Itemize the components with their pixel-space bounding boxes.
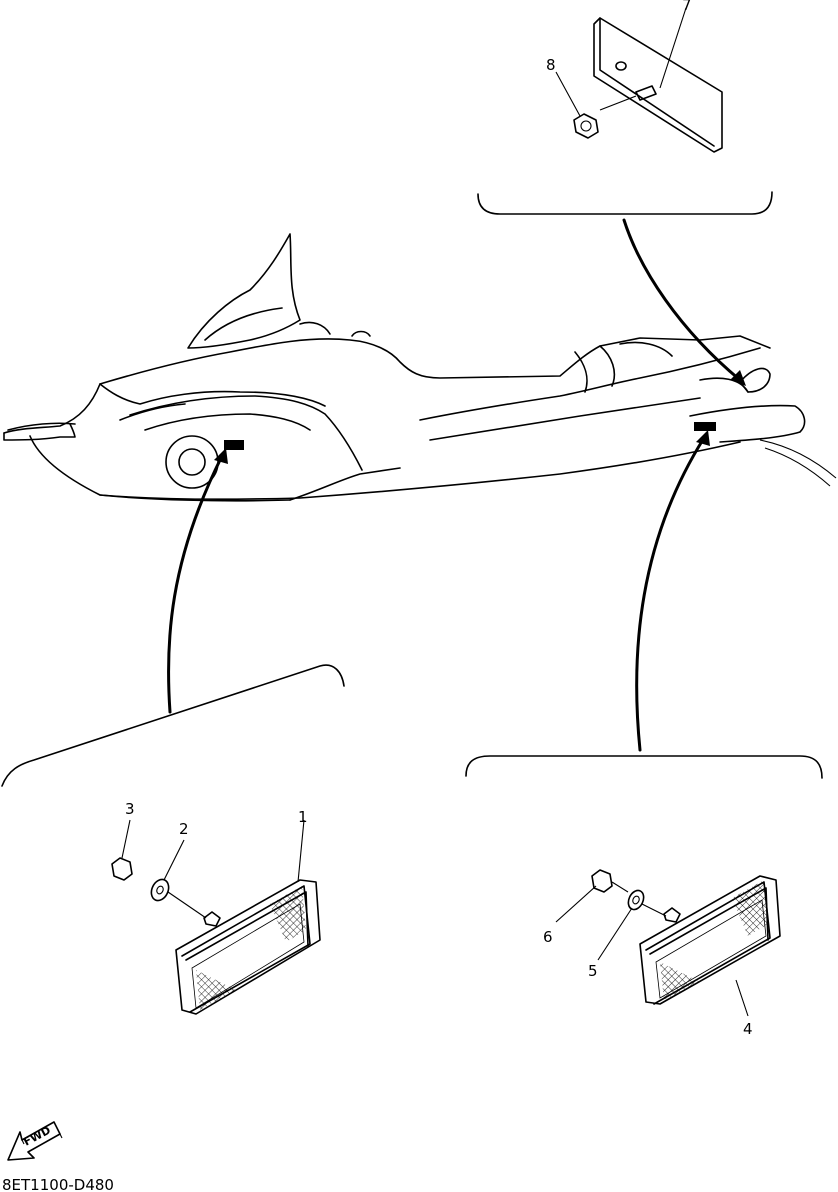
nut-part-6 xyxy=(591,869,629,893)
washer-part-5 xyxy=(627,889,645,911)
callout-3: 3 xyxy=(125,800,135,818)
detail-brackets xyxy=(1,191,823,787)
reflector-part-4 xyxy=(639,875,781,1005)
snowmobile-illustration xyxy=(3,233,837,502)
fwd-arrow-icon: FWD xyxy=(7,1121,63,1161)
plate-part-7 xyxy=(593,17,723,153)
reflector-part-1 xyxy=(167,879,321,1015)
nut-part-8 xyxy=(573,113,599,139)
callout-6: 6 xyxy=(543,928,553,946)
callout-2: 2 xyxy=(179,820,189,838)
leader-arrows xyxy=(166,218,746,752)
callout-7: 7 xyxy=(682,0,692,14)
callout-8: 8 xyxy=(546,56,556,74)
callout-1: 1 xyxy=(298,808,308,826)
diagram-code: 8ET1100-D480 xyxy=(2,1176,114,1192)
callout-4: 4 xyxy=(743,1020,753,1038)
nut-part-3 xyxy=(111,857,133,881)
callout-5: 5 xyxy=(588,962,598,980)
fwd-label: FWD xyxy=(21,1124,53,1149)
callout-leaders xyxy=(121,7,749,1017)
washer-part-2 xyxy=(150,878,170,902)
